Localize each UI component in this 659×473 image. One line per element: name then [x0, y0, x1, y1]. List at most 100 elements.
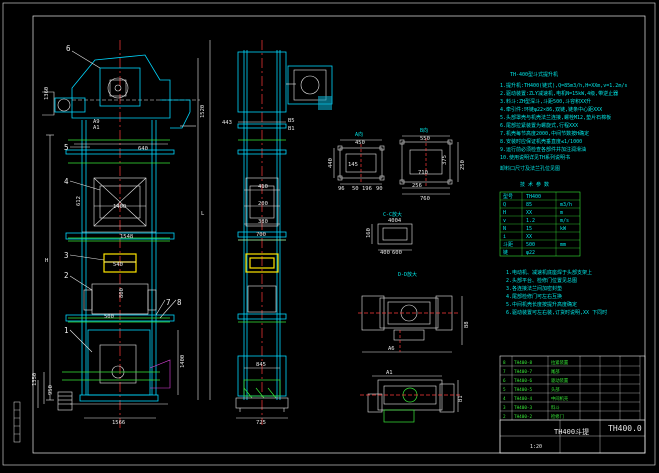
param-cell: TH400 — [526, 194, 541, 200]
inner-frame — [32, 15, 646, 454]
dim-label: B5 — [288, 118, 295, 124]
section-c-labels: C-C放大 4004 400 600 160 — [366, 211, 402, 256]
section-title: B向 — [420, 127, 428, 134]
spec-line: 4.牵引件:环链φ22×86,双链,链条中心距XXX — [500, 106, 602, 113]
side-head — [237, 51, 287, 113]
dim-label: 1350 — [32, 373, 38, 386]
bom-cell: 4 — [503, 396, 506, 402]
spec-line: 5.头部罩壳与机壳法兰连接,螺栓M12,垫片石棉板 — [500, 114, 611, 121]
dim-label: 500 — [104, 314, 114, 320]
dim-label: 375 — [442, 155, 448, 165]
side-door — [245, 177, 279, 227]
drive-motor — [54, 97, 86, 113]
bom-cell: TH400-2 — [514, 414, 533, 420]
dim-label: 760 — [420, 196, 430, 202]
dim-label: 1520 — [200, 105, 206, 118]
dim-label: 443 — [222, 120, 232, 126]
note-line: 5.中间机壳长度按提升高度确定 — [506, 301, 577, 308]
spec-line: 7.机壳每节高度2000,中间节数按H确定 — [500, 130, 589, 137]
bom-cell: TH400-5 — [514, 387, 533, 393]
dim-label: B8 — [464, 321, 470, 328]
binding-strip — [13, 401, 21, 443]
param-table-heading: 技 术 参 数 — [520, 181, 549, 188]
part-label: 3 — [64, 251, 69, 260]
detail-d-labels: D-D放大 A6 B8 — [388, 271, 470, 352]
bom-cell: 2 — [503, 414, 506, 420]
dim-label: 950 — [48, 385, 54, 395]
tail-section — [87, 329, 151, 396]
spec-line: 1.提升机:TH400(链式),Q=85m3/h,H=XXm,v=1.2m/s — [500, 82, 627, 89]
part-label: 1 — [64, 326, 69, 335]
param-cell: i — [503, 234, 506, 240]
dim-label: H — [45, 258, 48, 264]
spec-heading: TH-400型斗式提升机 — [510, 71, 558, 78]
dim-label: 540 — [113, 262, 123, 268]
section-c-view — [371, 223, 413, 251]
side-view — [235, 40, 333, 425]
dim-label: 1566 — [112, 420, 125, 426]
param-cell: XX — [526, 234, 532, 240]
spec-line: 3.料斗:ZH型深斗,斗距500,斗容积XX升 — [500, 98, 591, 105]
detail-e-view — [360, 375, 460, 423]
dim-label: 640 — [138, 146, 148, 152]
feed-inlet — [149, 359, 171, 389]
part-label: 7 — [166, 298, 171, 307]
bom-cell: 头部 — [551, 386, 560, 393]
detail-e-labels: A1 B1 — [386, 370, 464, 402]
spec-line: 9.运行前必须检查各部件并加注润滑油 — [500, 146, 586, 153]
bom-cell: 7 — [503, 369, 506, 375]
param-cell: 1.2 — [526, 218, 535, 224]
param-cell: mm — [560, 242, 566, 248]
param-cell: 链 — [503, 249, 508, 256]
dim-label: 550 — [420, 136, 430, 142]
param-cell: m3/h — [560, 202, 572, 208]
spec-footer: 卸料口尺寸及法兰孔位见图 — [500, 165, 560, 172]
spec-line: 6.尾部拉紧装置为螺旋式,行程XXX — [500, 122, 578, 129]
param-cell: H — [503, 210, 506, 216]
bom-cell: TH400-4 — [514, 396, 533, 402]
bom-cell: 3 — [503, 405, 506, 411]
dim-label: 400 — [380, 250, 390, 256]
title-block-name: TH400斗提 — [554, 427, 589, 436]
dim-label: 1400 — [113, 204, 126, 210]
side-view-labels: 443 B5 B1 410 200 380 700 845 725 — [222, 118, 295, 426]
dim-label: 96 — [338, 186, 345, 192]
dim-label: A9 — [93, 119, 100, 125]
param-cell: Q — [503, 202, 506, 208]
spec-line: 8.安装时应保证机壳垂直度≤1/1000 — [500, 138, 582, 145]
spec-line: 2.驱动装置:ZLY减速机,电机N=15kW,4级,带逆止器 — [500, 90, 618, 97]
bom-cell: TH400-3 — [514, 405, 533, 411]
param-cell: kW — [560, 226, 567, 232]
discharge-chute — [160, 99, 191, 129]
dim-label: 725 — [256, 420, 266, 426]
spec-line: 10.使用说明详见TH系列说明书 — [500, 154, 570, 161]
side-drive — [287, 65, 333, 105]
section-a-labels: A向 450 440 145 96 50 196 90 — [328, 131, 383, 192]
title-block: TH400斗提 TH400.0 1:20 — [499, 419, 646, 454]
dim-label: 50 — [352, 186, 359, 192]
detail-d-view — [358, 295, 463, 353]
bom-cell: TH400-8 — [514, 360, 533, 366]
param-cell: N — [503, 226, 506, 232]
head-sprocket-frame — [99, 67, 141, 107]
dim-label: 612 — [76, 196, 82, 206]
section-b-labels: B向 550 375 710 256 250 760 — [412, 127, 466, 202]
part-label: 8 — [177, 298, 182, 307]
part-label: 6 — [66, 44, 71, 53]
bom-cell: 检修门 — [551, 413, 564, 420]
param-cell: φ22 — [526, 250, 535, 256]
dim-label: 440 — [328, 158, 334, 168]
bom-cell: 8 — [503, 360, 506, 366]
part-label: 5 — [64, 143, 69, 152]
title-block-code: TH400.0 — [608, 424, 642, 433]
bucket — [103, 253, 137, 273]
note-line: 2.头部平台、检修门位置见总图 — [506, 277, 577, 284]
dim-label: 700 — [256, 232, 266, 238]
bom-cell: TH400-7 — [514, 369, 533, 375]
dim-label: 256 — [412, 183, 422, 189]
dim-label: 250 — [460, 160, 466, 170]
inspection-door-upper — [93, 177, 147, 227]
dim-label: 4004 — [388, 218, 402, 224]
